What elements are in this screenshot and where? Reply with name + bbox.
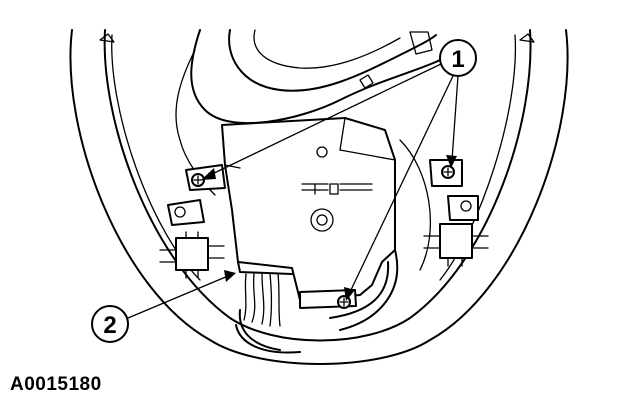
callout-1: 1 (201, 39, 477, 301)
control-module (221, 117, 396, 309)
side-connectors (159, 223, 489, 279)
callout-1-number: 1 (451, 46, 464, 73)
callout-2-number: 2 (103, 312, 116, 339)
callout-2: 2 (91, 270, 236, 343)
mounting-screws (167, 159, 479, 309)
outer-housing (69, 29, 569, 365)
lower-wiring (235, 139, 431, 354)
callout-2-bubble (91, 305, 129, 343)
figure-id-label: A0015180 (10, 374, 102, 395)
